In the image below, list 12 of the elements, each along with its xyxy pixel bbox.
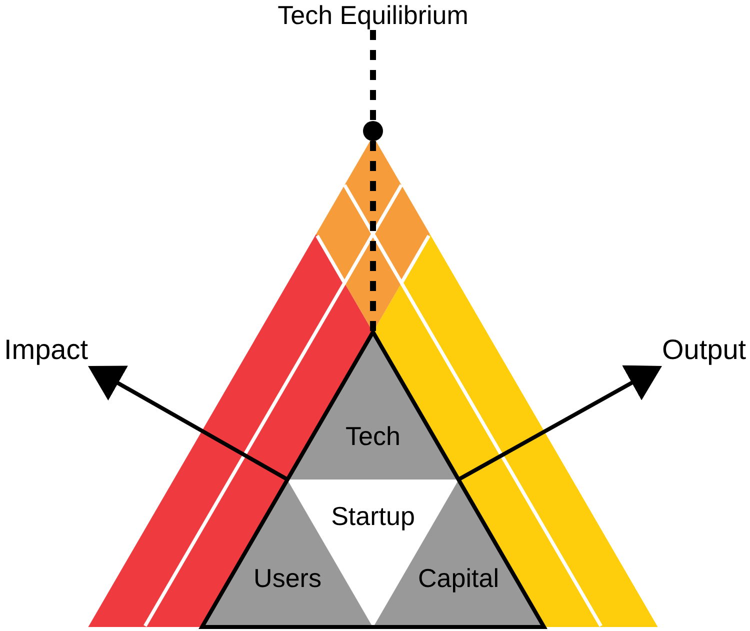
arrow xyxy=(458,365,662,482)
dashed-line xyxy=(370,30,376,121)
segment-label: Users xyxy=(254,562,322,592)
text-label: Impact xyxy=(4,334,88,366)
text-label: Tech Equilibrium xyxy=(278,0,468,30)
dashed-line xyxy=(370,141,376,332)
arrow xyxy=(88,366,288,482)
junction-dot xyxy=(363,121,383,141)
segment-label: Startup xyxy=(331,500,415,530)
segment-label: Capital xyxy=(418,562,499,592)
segment-label: Tech xyxy=(346,421,400,451)
text-label: Output xyxy=(662,334,746,366)
